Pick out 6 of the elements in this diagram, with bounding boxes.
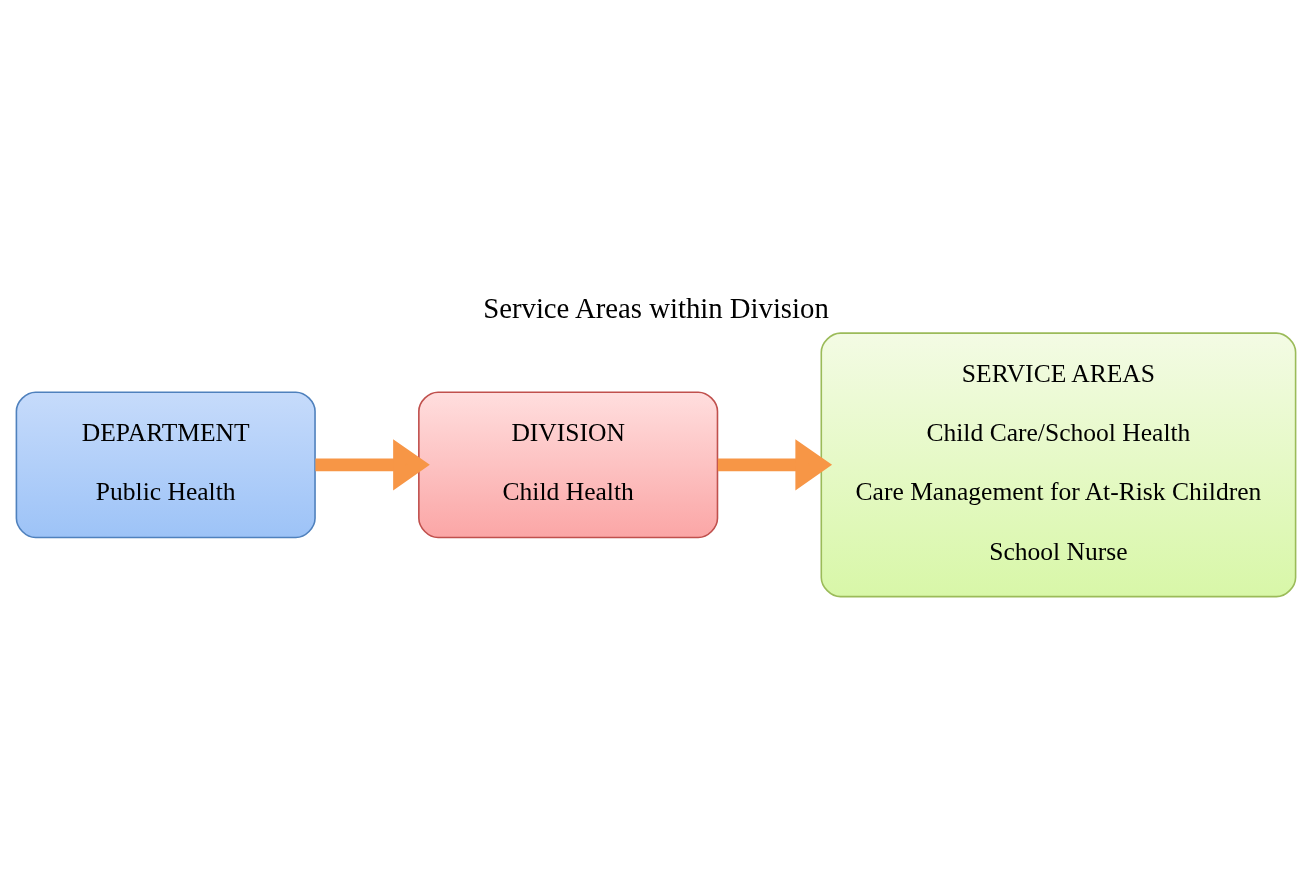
node-box: DEPARTMENT Public Health bbox=[15, 390, 316, 538]
node-box: SERVICE AREAS Child Care/School Health Care Management for At-Risk Children School Nurse bbox=[820, 331, 1297, 597]
arrow bbox=[315, 438, 430, 491]
arrow bbox=[717, 438, 833, 491]
diagram-title: Service Areas within Division bbox=[483, 291, 829, 324]
node-box: DIVISION Child Health bbox=[418, 390, 719, 538]
